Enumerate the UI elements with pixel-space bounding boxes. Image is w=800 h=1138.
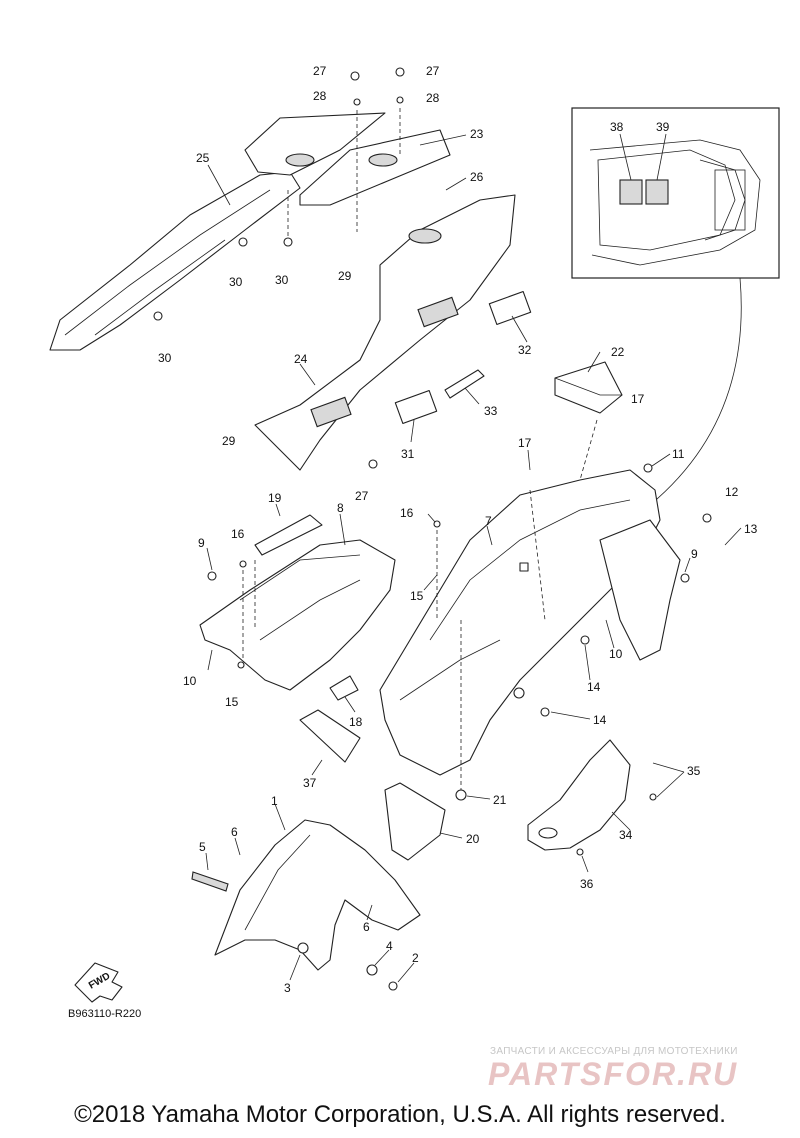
callout-13: 13 (744, 522, 758, 536)
callout-2: 2 (412, 951, 419, 965)
callout-26: 26 (470, 170, 484, 184)
callout-3: 3 (284, 981, 291, 995)
callout-8: 8 (337, 501, 344, 515)
part-22-block (554, 361, 623, 414)
part-37-plate (299, 709, 361, 763)
callout-19: 19 (268, 491, 282, 505)
callout-16: 16 (400, 506, 414, 520)
callout-15: 15 (225, 695, 239, 709)
leader-lines (205, 134, 742, 983)
callout-27: 27 (426, 64, 440, 78)
callout-37: 37 (303, 776, 317, 790)
callout-28: 28 (426, 91, 440, 105)
callout-33: 33 (484, 404, 498, 418)
callout-30: 30 (229, 275, 243, 289)
callout-23: 23 (470, 127, 484, 141)
callout-39: 39 (656, 120, 670, 134)
callout-36: 36 (580, 877, 594, 891)
part-7-rear-fender (379, 469, 681, 776)
callout-18: 18 (349, 715, 363, 729)
callout-27: 27 (355, 489, 369, 503)
callout-30: 30 (158, 351, 172, 365)
guide-lines (242, 108, 598, 790)
part-24-side-cover (254, 194, 516, 471)
copyright-notice: ©2018 Yamaha Motor Corporation, U.S.A. A… (74, 1101, 726, 1128)
callout-5: 5 (199, 840, 206, 854)
callout-11: 11 (672, 447, 685, 461)
part-8-tray (199, 514, 396, 701)
callout-34: 34 (619, 828, 633, 842)
callout-25: 25 (196, 151, 210, 165)
callout-24: 24 (294, 352, 308, 366)
callout-12: 12 (725, 485, 739, 499)
callout-29: 29 (222, 434, 236, 448)
inset-detail-box (571, 107, 780, 506)
fastener-markers (153, 67, 712, 856)
part-20-plate (384, 782, 446, 861)
callout-28: 28 (313, 89, 327, 103)
callout-4: 4 (386, 939, 393, 953)
callout-6: 6 (231, 825, 238, 839)
part-23-top-cover (244, 112, 451, 206)
callout-21: 21 (493, 793, 507, 807)
part-34-bracket (527, 739, 631, 851)
callout-29: 29 (338, 269, 352, 283)
callout-35: 35 (687, 764, 701, 778)
fwd-arrow-icon: FWD (74, 962, 123, 1003)
callout-9: 9 (691, 547, 698, 561)
callout-14: 14 (593, 713, 607, 727)
callout-22: 22 (611, 345, 625, 359)
callout-31: 31 (401, 447, 415, 461)
callout-17: 17 (631, 392, 645, 406)
diagram-code: B963110-R220 (68, 1008, 142, 1020)
callout-7: 7 (485, 514, 492, 528)
watermark-tagline: ЗАПЧАСТИ И АКСЕССУАРЫ ДЛЯ МОТОТЕХНИКИ (490, 1046, 738, 1057)
callout-30: 30 (275, 273, 289, 287)
callout-labels: 27 28 27 28 23 25 26 30 30 29 30 32 24 2… (158, 64, 758, 995)
callout-14: 14 (587, 680, 601, 694)
callout-20: 20 (466, 832, 480, 846)
callout-6: 6 (363, 920, 370, 934)
callout-10: 10 (609, 647, 623, 661)
callout-16: 16 (231, 527, 245, 541)
callout-38: 38 (610, 120, 624, 134)
callout-27: 27 (313, 64, 327, 78)
part-1-front-fender (191, 819, 421, 991)
callout-10: 10 (183, 674, 197, 688)
callout-32: 32 (518, 343, 532, 357)
callout-1: 1 (271, 794, 278, 808)
callout-17: 17 (518, 436, 532, 450)
callout-9: 9 (198, 536, 205, 550)
part-25-rail-cover (49, 171, 301, 351)
watermark-logo: PARTSFOR.RU (488, 1056, 739, 1092)
callout-15: 15 (410, 589, 424, 603)
